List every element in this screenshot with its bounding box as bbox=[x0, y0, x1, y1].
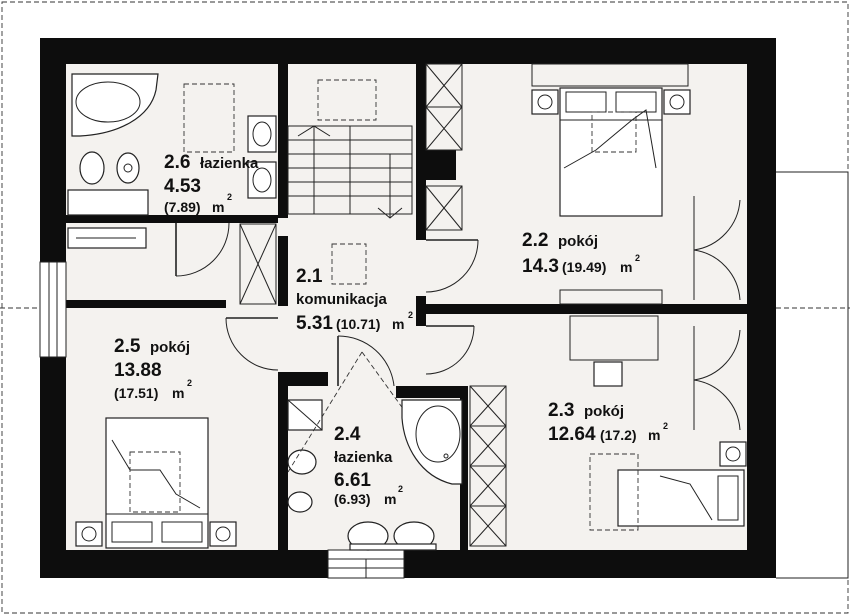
room-unit-exponent: 2 bbox=[187, 378, 192, 388]
room-unit: m bbox=[392, 316, 404, 332]
room-gross-area: (19.49) bbox=[562, 259, 606, 275]
room-unit-exponent: 2 bbox=[408, 310, 413, 320]
room-name: komunikacja bbox=[296, 291, 388, 308]
room-unit: m bbox=[648, 427, 660, 443]
room-name: łazienka bbox=[200, 155, 259, 172]
room-name: łazienka bbox=[334, 449, 393, 466]
room-unit: m bbox=[212, 199, 224, 215]
cabinets bbox=[239, 63, 507, 547]
room-area: 13.88 bbox=[114, 360, 162, 381]
room-number: 2.3 bbox=[548, 400, 574, 421]
room-area: 5.31 bbox=[296, 313, 333, 334]
room-area: 12.64 bbox=[548, 424, 596, 445]
room-name: pokój bbox=[150, 339, 190, 356]
room-area: 6.61 bbox=[334, 470, 371, 491]
room-gross-area: (6.93) bbox=[334, 491, 371, 507]
room-number: 2.2 bbox=[522, 230, 548, 251]
room-unit: m bbox=[384, 491, 396, 507]
room-unit-exponent: 2 bbox=[227, 192, 232, 202]
room-number: 2.4 bbox=[334, 424, 361, 445]
room-unit-exponent: 2 bbox=[663, 421, 668, 431]
room-label-2-3: 2.3 pokój 12.64 (17.2) m 2 bbox=[548, 400, 668, 445]
room-gross-area: (7.89) bbox=[164, 199, 201, 215]
bedroom-2-2-furniture bbox=[531, 63, 691, 305]
room-unit-exponent: 2 bbox=[635, 253, 640, 263]
room-number: 2.1 bbox=[296, 266, 323, 287]
room-label-2-6: 2.6 łazienka 4.53 (7.89) m 2 bbox=[164, 152, 259, 215]
room-gross-area: (17.51) bbox=[114, 385, 158, 401]
windows bbox=[39, 261, 405, 579]
room-label-2-1: 2.1 komunikacja 5.31 (10.71) m 2 bbox=[296, 266, 413, 334]
bathroom-fixtures-lower bbox=[287, 351, 463, 551]
room-gross-area: (10.71) bbox=[336, 316, 380, 332]
room-unit: m bbox=[620, 259, 632, 275]
terrace-outline bbox=[776, 171, 849, 579]
bedroom-2-3-furniture bbox=[569, 315, 747, 531]
room-unit: m bbox=[172, 385, 184, 401]
room-label-2-2: 2.2 pokój 14.3 (19.49) m 2 bbox=[522, 230, 640, 277]
room-label-2-5: 2.5 pokój 13.88 (17.51) m 2 bbox=[114, 336, 192, 401]
room-number: 2.6 bbox=[164, 152, 190, 173]
room-name: pokój bbox=[558, 233, 598, 250]
room-area: 4.53 bbox=[164, 176, 201, 197]
room-gross-area: (17.2) bbox=[600, 427, 637, 443]
bathroom-fixtures-upper bbox=[67, 73, 277, 249]
room-label-2-4: 2.4 łazienka 6.61 (6.93) m 2 bbox=[334, 424, 403, 507]
bedroom-2-5-furniture bbox=[75, 417, 237, 549]
staircase bbox=[287, 79, 413, 285]
room-unit-exponent: 2 bbox=[398, 484, 403, 494]
room-area: 14.3 bbox=[522, 256, 559, 277]
doors bbox=[175, 196, 741, 431]
room-number: 2.5 bbox=[114, 336, 141, 357]
room-name: pokój bbox=[584, 403, 624, 420]
